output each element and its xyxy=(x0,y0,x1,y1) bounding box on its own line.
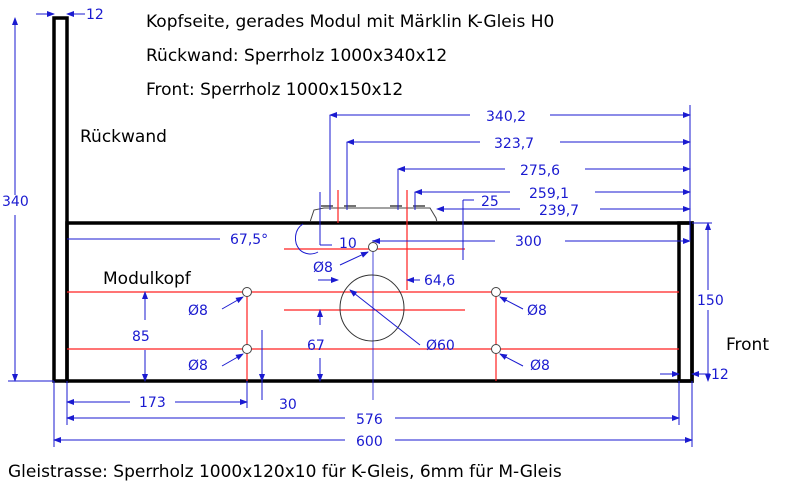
dim-85: 85 xyxy=(132,329,150,345)
label-front: Front xyxy=(726,335,769,355)
footer-note: Gleistrasse: Sperrholz 1000x120x10 für K… xyxy=(8,462,562,482)
label-hole-top-right: Ø8 xyxy=(527,303,547,319)
dim-275-6: 275,6 xyxy=(520,163,560,179)
dim-12-front: 12 xyxy=(711,367,729,383)
dim-323-7: 323,7 xyxy=(494,136,534,152)
hole-bottom-left xyxy=(242,344,252,354)
hole-center xyxy=(368,242,378,252)
dim-67: 67 xyxy=(307,338,325,354)
label-modulkopf: Modulkopf xyxy=(103,269,192,289)
front-board xyxy=(677,221,694,383)
dim-12-top: 12 xyxy=(86,7,104,23)
dim-576: 576 xyxy=(356,412,383,428)
hole-bottom-right xyxy=(491,344,501,354)
rueckwand-board xyxy=(52,16,69,383)
dim-340-2: 340,2 xyxy=(486,109,526,125)
dim-259-1: 259,1 xyxy=(529,186,569,202)
dim-600: 600 xyxy=(356,434,383,450)
dim-300: 300 xyxy=(515,234,542,250)
title-line-3: Front: Sperrholz 1000x150x12 xyxy=(146,80,403,100)
label-hole-center: Ø8 xyxy=(313,260,333,276)
hole-top-left xyxy=(242,287,252,297)
cutout-60 xyxy=(339,274,405,342)
dim-340: 340 xyxy=(2,194,29,210)
label-rueckwand: Rückwand xyxy=(80,127,167,147)
dim-25: 25 xyxy=(481,194,499,210)
dim-10: 10 xyxy=(339,236,357,252)
dimension-lines xyxy=(8,11,712,447)
dim-64-6: 64,6 xyxy=(424,273,455,289)
title-line-2: Rückwand: Sperrholz 1000x340x12 xyxy=(146,46,447,66)
label-hole-bottom-right: Ø8 xyxy=(530,358,550,374)
dim-239-7: 239,7 xyxy=(539,203,579,219)
base-board xyxy=(65,221,694,383)
dim-150: 150 xyxy=(697,293,724,309)
title-line-1: Kopfseite, gerades Modul mit Märklin K-G… xyxy=(146,12,554,32)
track-profile xyxy=(309,207,438,223)
dim-angle: 67,5° xyxy=(230,232,268,248)
dim-30: 30 xyxy=(279,397,297,413)
label-hole-bottom-left: Ø8 xyxy=(188,358,208,374)
label-hole-top-left: Ø8 xyxy=(188,303,208,319)
dim-173: 173 xyxy=(139,395,166,411)
label-cutout: Ø60 xyxy=(426,338,455,354)
hole-top-right xyxy=(491,287,501,297)
